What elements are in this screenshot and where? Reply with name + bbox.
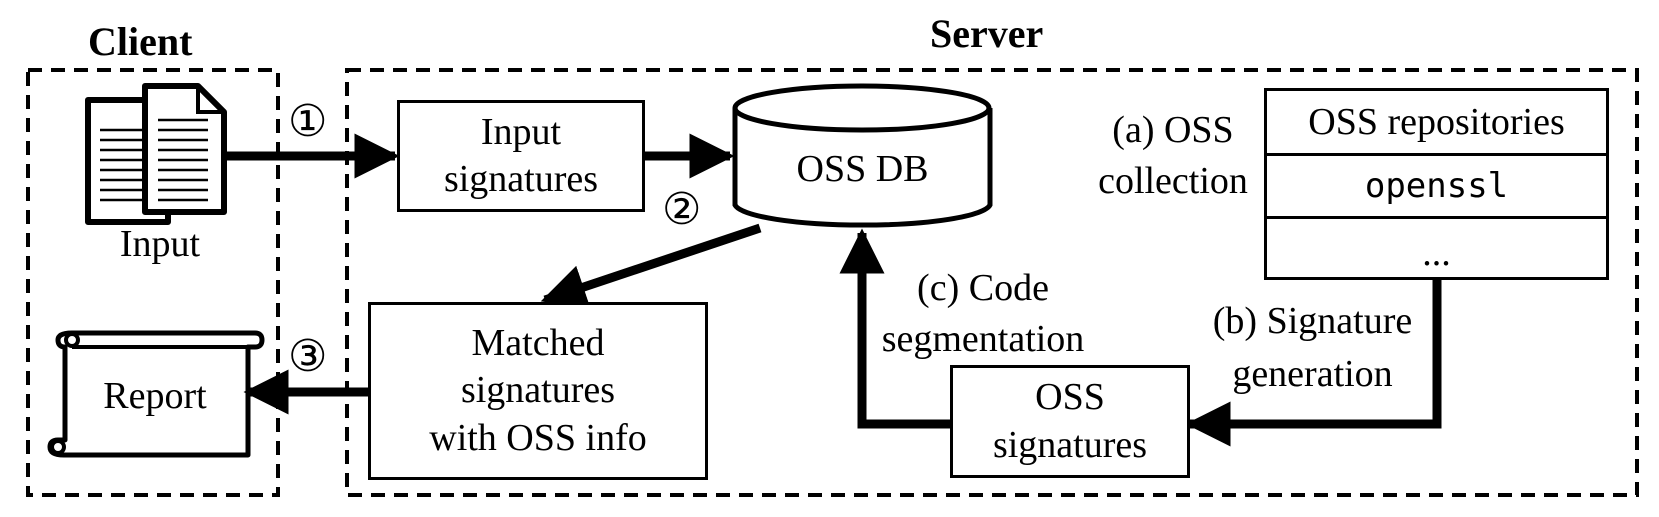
arrow-oss-signatures-to-db [839,228,950,429]
report-label: Report [103,375,207,417]
step-3-marker: ③ [288,331,328,382]
arrow-db-to-matched [540,223,762,309]
input-signatures-box: Input signatures [397,100,645,212]
scroll-icon [47,330,265,458]
oss-repositories-table: OSS repositories openssl ... [1264,88,1609,280]
signature-generation-label: (b) Signature generation [1212,300,1413,396]
input-label: Input [119,223,201,265]
client-title: Client [88,19,193,64]
oss-db-cylinder [732,83,993,228]
oss-signatures-box: OSS signatures [950,365,1190,478]
repository-row-openssl: openssl [1267,156,1606,219]
arrow-repos-to-oss-signatures [1185,280,1442,447]
repositories-header: OSS repositories [1267,91,1606,156]
matched-signatures-box: Matched signatures with OSS info [368,302,708,480]
server-title: Server [930,11,1044,56]
step-2-marker: ② [662,184,702,235]
server-region [345,68,1639,497]
oss-collection-label: (a) OSS collection [1098,109,1248,203]
oss-db-label: OSS DB [796,148,929,190]
client-region [26,68,280,497]
step-1-marker: ① [288,96,328,147]
repository-row-ellipsis: ... [1422,232,1451,274]
documents-icon [85,83,227,225]
code-segmentation-label: (c) Code segmentation [881,267,1085,361]
